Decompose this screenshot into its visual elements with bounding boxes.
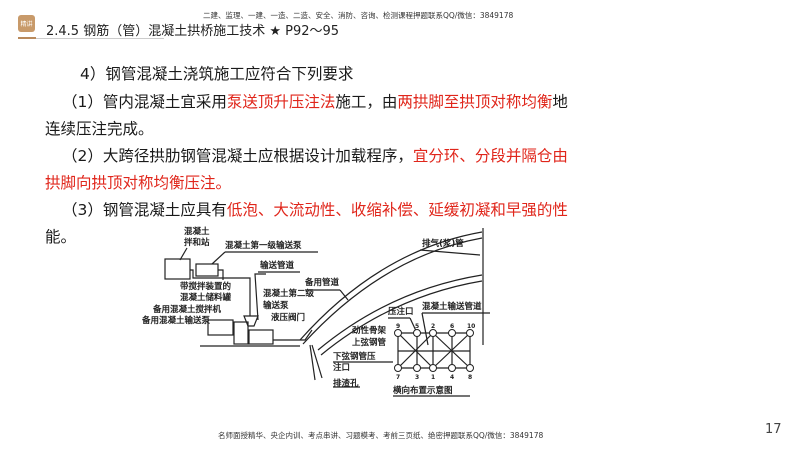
badge-underline [18, 37, 36, 39]
pump2-box [248, 329, 274, 345]
node-number: 7 [396, 374, 400, 381]
label-spare-pipe: 备用管道 [304, 277, 340, 288]
page-number: 17 [765, 422, 782, 437]
highlight: 低泡、大流动性、收缩补偿、延缓初凝和早强的性 [226, 201, 568, 219]
node-number: 6 [450, 323, 454, 330]
label-mixing-station: 混凝土 [184, 226, 210, 237]
highlight: 宜分环、分段并隔仓由 [412, 147, 568, 165]
item-3: （3）钢管混凝土应具有低泡、大流动性、收缩补偿、延缓初凝和早强的性能。 [45, 197, 615, 251]
label-pipe: 输送管道 [260, 260, 295, 271]
label-slag-hole: 排渣孔 [333, 378, 359, 389]
label-pump1: 混凝土第一级输送泵 [225, 240, 302, 251]
node-number: 3 [415, 374, 419, 381]
node-number: 9 [396, 323, 400, 330]
heading: 4）钢管混凝土浇筑施工应符合下列要求 [80, 65, 354, 83]
item-2: （2）大跨径拱肋钢管混凝土应根据设计加载程序，宜分环、分段并隔仓由拱脚向拱顶对称… [45, 143, 615, 197]
label-skeleton: 上弦钢管 [352, 337, 387, 348]
item-1: （1）管内混凝土宜采用泵送顶升压注法施工，由两拱脚至拱顶对称均衡地连续压注完成。 [45, 89, 605, 143]
badge-text: 精讲 [20, 21, 33, 28]
label-mixing-station: 拌和站 [184, 237, 210, 248]
text: 地 [552, 93, 568, 111]
label-concrete-pipe: 混凝土输送管道 [422, 301, 482, 312]
truss-nodes [394, 329, 474, 372]
mixing-station-box [164, 258, 191, 280]
label-spare-mixer: 备用混凝土搅拌机 [152, 304, 222, 315]
section-badge: 精讲 [18, 15, 35, 32]
node-number: 8 [468, 374, 472, 381]
label-valve: 液压阀门 [271, 312, 305, 323]
title-underline [36, 38, 164, 39]
page-title: 2.4.5 钢筋（管）混凝土拱桥施工技术 ★ P92～95 [46, 24, 340, 39]
spare-pump-box [207, 319, 234, 336]
tank [243, 315, 259, 327]
text: 连续压注完成。 [45, 120, 154, 138]
label-caption: 横向布置示意图 [392, 385, 453, 396]
pump1-box [195, 263, 219, 277]
label-pump2: 混凝土第二级 [263, 288, 315, 299]
text: （1）管内混凝土宜采用 [62, 93, 227, 111]
node-number: 4 [450, 374, 454, 381]
node-number: 10 [467, 323, 475, 330]
label-inject: 压注口 [388, 306, 414, 317]
text: 能。 [45, 228, 77, 246]
label-tank: 带搅拌装置的 [180, 281, 232, 292]
label-lower-chord: 注口 [333, 362, 350, 373]
spare-mixer-box [233, 321, 249, 345]
diagram-lines [164, 228, 490, 397]
label-pump2: 输送泵 [263, 300, 289, 311]
highlight: 拱脚向拱顶对称均衡压注。 [45, 174, 232, 192]
text: 施工，由 [335, 93, 398, 111]
highlight: 两拱脚至拱顶对称均衡 [397, 93, 553, 111]
node-numbers: 9 5 2 6 10 7 3 1 4 8 [396, 323, 475, 381]
label-skeleton: 劲性骨架 [352, 325, 387, 336]
node-number: 5 [415, 323, 419, 330]
label-tank: 混凝土储料罐 [180, 292, 232, 303]
top-note: 二建、监理、一建、一造、二造、安全、消防、咨询、检测课程押题联系QQ/微信：38… [203, 11, 514, 20]
node-number: 2 [431, 323, 435, 330]
label-vent: 排气(浆)管 [422, 238, 464, 249]
footer-note: 名师面授精华、央企内训、考点串讲、习题模考、考前三页纸、绝密押题联系QQ/微信：… [218, 431, 544, 440]
label-spare-pump: 备用混凝土输送泵 [141, 315, 211, 326]
highlight: 泵送顶升压注法 [226, 93, 336, 111]
label-lower-chord: 下弦钢管压 [333, 351, 376, 362]
node-number: 1 [431, 374, 435, 381]
text: （3）钢管混凝土应具有 [62, 201, 227, 219]
text: （2）大跨径拱肋钢管混凝土应根据设计加载程序， [62, 147, 413, 165]
